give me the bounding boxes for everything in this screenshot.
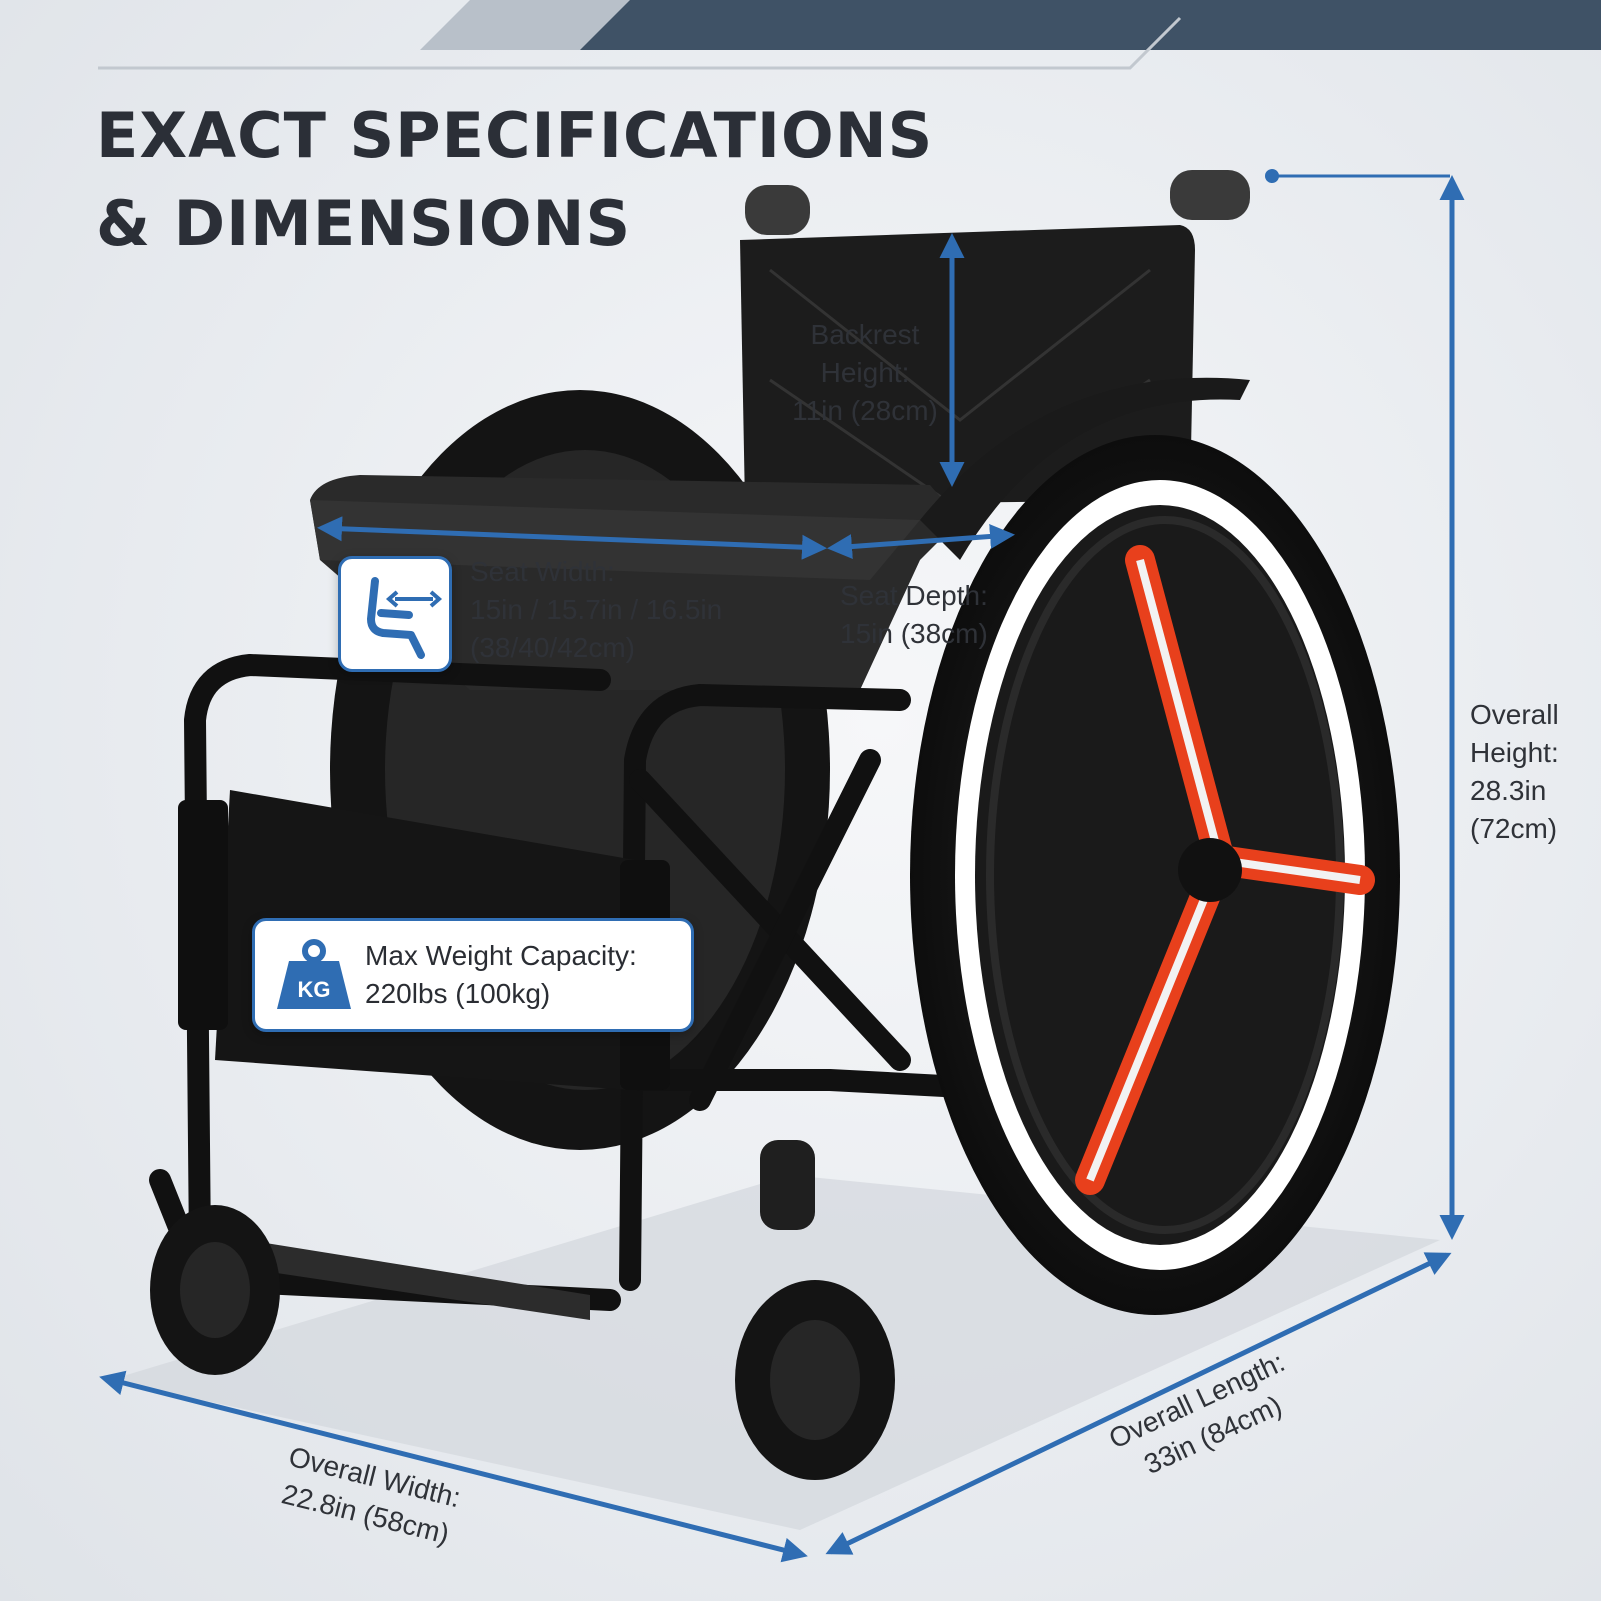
seat-width-label: Seat Width: 15in / 15.7in / 16.5in (38/4… (470, 553, 722, 667)
seat-width-line-1: Seat Width: (470, 556, 615, 587)
max-weight-label: Max Weight Capacity: 220lbs (100kg) (365, 937, 637, 1013)
right-handle (1170, 170, 1250, 220)
backrest-line-3: 11in (28cm) (792, 395, 938, 426)
seat-width-line-2: 15in / 15.7in / 16.5in (470, 594, 723, 625)
title-line-1: EXACT SPECIFICATIONS (96, 99, 934, 172)
backrest-height-label: Backrest Height: 11in (28cm) (760, 316, 970, 430)
seat-depth-label: Seat Depth: 15in (38cm) (840, 577, 988, 653)
overall-height-label: Overall Height: 28.3in (72cm) (1470, 696, 1559, 848)
seat-depth-line-2: 15in (38cm) (840, 618, 988, 649)
seat-width-arrow (317, 516, 827, 560)
seat-depth-line-1: Seat Depth: (840, 580, 988, 611)
overall-height-line-4: (72cm) (1470, 813, 1558, 844)
overall-height-dot (1265, 169, 1279, 183)
seat-width-icon-box (338, 556, 452, 672)
seat-width-line-3: (38/40/42cm) (470, 632, 635, 663)
max-weight-line-2: 220lbs (100kg) (365, 978, 551, 1009)
max-weight-line-1: Max Weight Capacity: (365, 940, 637, 971)
banner-underline (98, 16, 1182, 70)
footrest (185, 1230, 590, 1320)
overall-height-line-3: 28.3in (1470, 775, 1547, 806)
page-title: EXACT SPECIFICATIONS & DIMENSIONS (96, 92, 933, 268)
seat-depth-arrow (827, 523, 1015, 560)
backrest-line-2: Height: (820, 357, 910, 388)
overall-height-line-2: Height: (1470, 737, 1559, 768)
weight-kg-icon: KG (277, 939, 351, 1009)
title-line-2: & DIMENSIONS (96, 187, 632, 260)
max-weight-callout: KG Max Weight Capacity: 220lbs (100kg) (252, 918, 694, 1032)
left-handle (745, 185, 810, 235)
banner-stripe-dark (580, 0, 1601, 50)
backrest-line-1: Backrest (810, 319, 920, 350)
overall-width-arrow (99, 1370, 808, 1563)
overall-height-line-1: Overall (1470, 699, 1559, 730)
seat-width-icon (367, 577, 443, 659)
weight-icon-text: KG (298, 977, 331, 1002)
backrest (740, 225, 1195, 505)
overall-length-arrow (825, 1252, 1452, 1555)
